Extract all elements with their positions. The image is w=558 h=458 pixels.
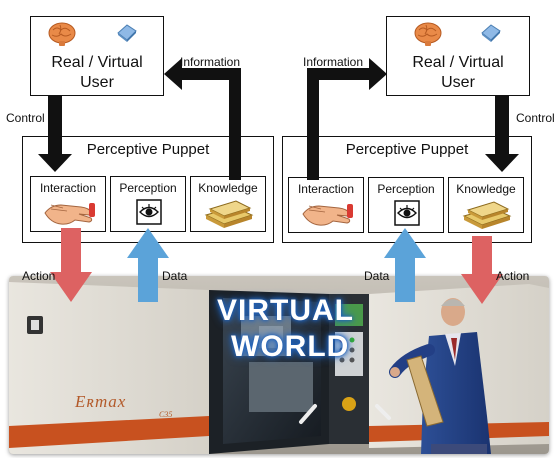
left-user-line2: User <box>80 74 114 91</box>
data-label-right: Data <box>364 269 390 283</box>
left-perception-box: Perception <box>110 176 186 232</box>
data-arrow-right <box>384 228 426 302</box>
right-user-box: Real / Virtual User <box>386 16 530 96</box>
left-user-box: Real / Virtual User <box>30 16 164 96</box>
right-puppet-title: Perceptive Puppet <box>345 141 469 158</box>
action-arrow-right <box>461 236 503 304</box>
eye-icon <box>394 200 420 226</box>
action-arrow-left <box>50 228 92 302</box>
hand-icon <box>44 203 95 225</box>
control-arrow-right <box>485 96 519 172</box>
left-knowledge-label: Knowledge <box>198 181 258 195</box>
virtual-world-line2: WORLD <box>231 330 350 363</box>
virtual-world-line1: VIRTUAL <box>217 294 354 327</box>
right-interaction-box: Interaction <box>288 177 364 233</box>
left-puppet-title: Perceptive Puppet <box>86 141 210 158</box>
left-perception-label: Perception <box>119 181 177 195</box>
brain-icon <box>414 22 442 46</box>
information-label-left: Information <box>180 55 241 69</box>
eye-icon <box>136 199 162 225</box>
blue-cube-icon <box>117 24 137 42</box>
book-icon <box>462 201 512 229</box>
left-user-line1: Real / Virtual <box>51 54 143 71</box>
book-icon <box>204 200 254 228</box>
data-label-left: Data <box>162 269 188 283</box>
information-arrow-right <box>307 58 387 180</box>
right-perception-label: Perception <box>377 182 435 196</box>
right-user-line1: Real / Virtual <box>412 54 504 71</box>
control-arrow-left <box>38 96 72 172</box>
information-arrow-left <box>164 58 241 180</box>
blue-cube-icon <box>481 24 501 42</box>
right-knowledge-box: Knowledge <box>448 177 524 233</box>
right-knowledge-label: Knowledge <box>456 182 516 196</box>
right-perception-box: Perception <box>368 177 444 233</box>
control-label-right: Control <box>516 111 555 125</box>
brand-model-label: C35 <box>159 410 173 419</box>
data-arrow-left <box>127 228 169 302</box>
control-label-left: Control <box>6 111 45 125</box>
action-label-left: Action <box>22 269 56 283</box>
right-interaction-label: Interaction <box>297 182 355 196</box>
left-interaction-label: Interaction <box>39 181 97 195</box>
right-user-line2: User <box>441 74 475 91</box>
hand-icon <box>302 204 353 226</box>
action-label-right: Action <box>496 269 530 283</box>
left-interaction-box: Interaction <box>30 176 106 232</box>
factory-scene-image <box>9 276 549 454</box>
virtual-world-scene: VIRTUAL WORLD Eʀmax C35 <box>9 276 549 454</box>
brand-label: Eʀmax <box>75 392 127 411</box>
information-label-right: Information <box>303 55 364 69</box>
brain-icon <box>48 22 76 46</box>
left-knowledge-box: Knowledge <box>190 176 266 232</box>
